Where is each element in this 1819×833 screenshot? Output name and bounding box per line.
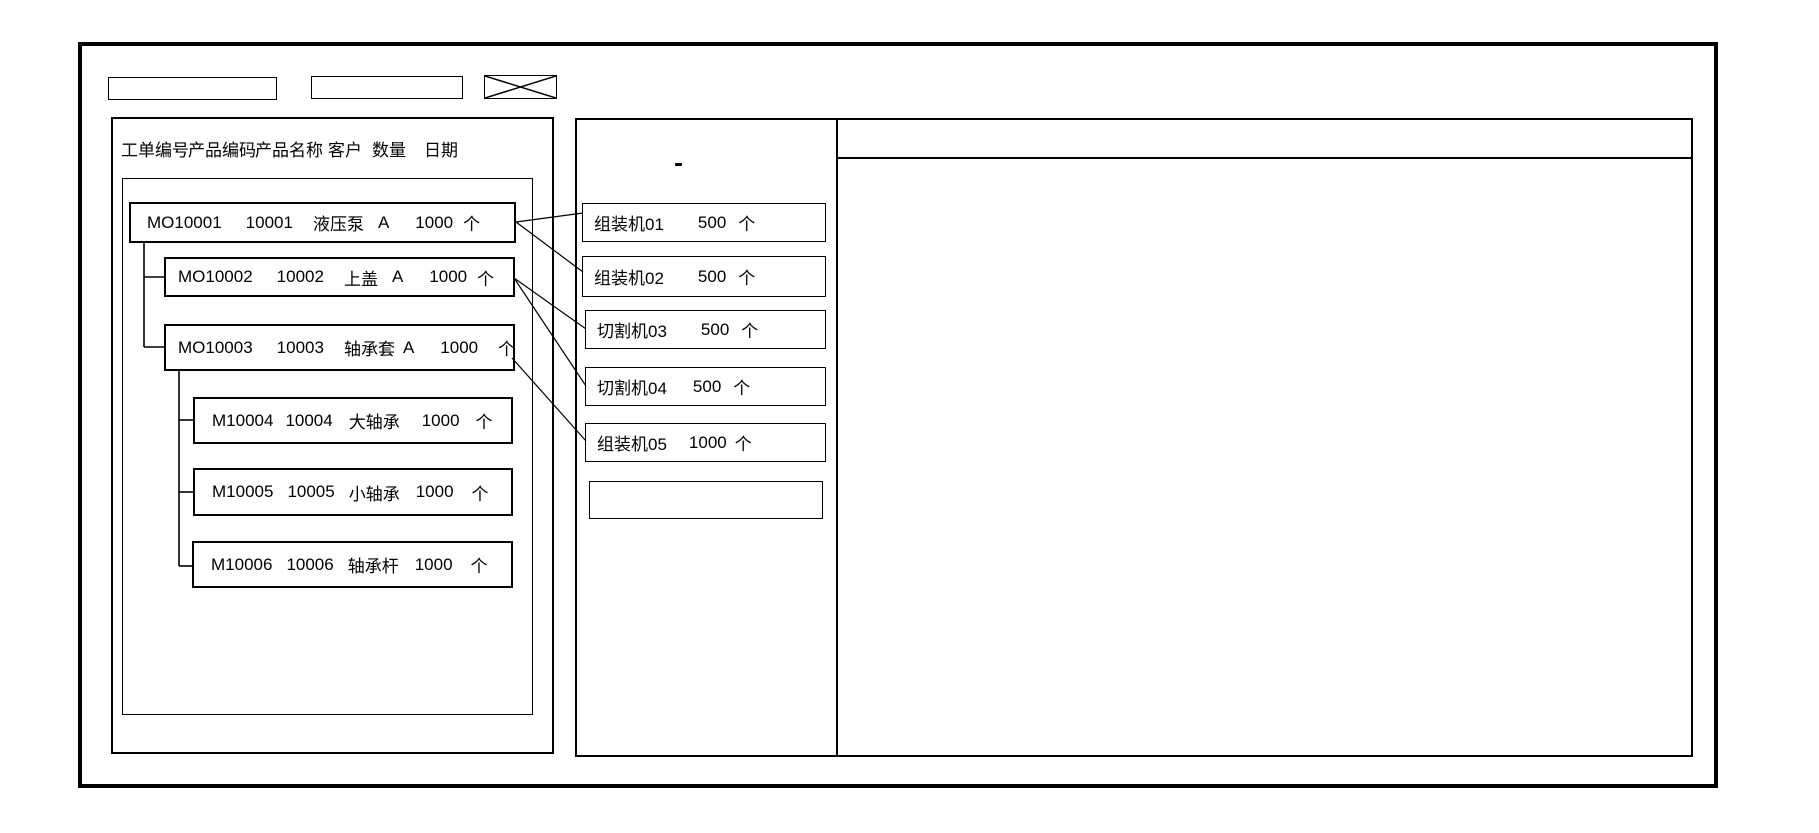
panel-divider (836, 119, 838, 756)
product-code: 10004 (285, 410, 333, 430)
order-no: M10004 (212, 410, 274, 430)
tree-node-mo10001[interactable]: MO10001 10001 液压泵 A 1000 个 (129, 202, 516, 243)
product-name: 轴承杆 (347, 557, 399, 576)
product-name: 大轴承 (348, 413, 400, 432)
column-header-product-code: 产品编码 (188, 141, 256, 160)
product-code: 10001 (245, 212, 293, 232)
tree-node-mo10002[interactable]: MO10002 10002 上盖 A 1000 个 (164, 257, 515, 297)
order-no: M10005 (212, 482, 274, 501)
machine-item-01[interactable]: 组装机01 500 个 (582, 203, 826, 242)
product-name: 上盖 (343, 269, 378, 289)
tree-node-mo10003[interactable]: MO10003 10003 轴承套 A 1000 个 (164, 324, 515, 371)
column-header-order-no: 工单编号 (121, 141, 189, 160)
product-code: 10003 (276, 337, 324, 357)
machine-name: 切割机03 (597, 322, 667, 341)
machine-item-02[interactable]: 组装机02 500 个 (582, 256, 826, 297)
toolbar-field-left[interactable] (108, 77, 277, 100)
unit: 个 (470, 557, 488, 576)
window-frame (78, 42, 1718, 788)
order-no: M10006 (211, 554, 273, 574)
column-header-date: 日期 (424, 141, 458, 160)
qty: 1000 (415, 482, 454, 501)
order-no: MO10001 (147, 212, 222, 232)
column-header-customer: 客户 (328, 141, 362, 160)
machine-name: 组装机05 (597, 435, 667, 454)
tree-node-m10004[interactable]: M10004 10004 大轴承 1000 个 (193, 397, 513, 444)
unit: 个 (733, 379, 751, 398)
machine-name: 切割机04 (597, 379, 667, 398)
unit: 个 (471, 484, 489, 504)
image-placeholder-button[interactable] (484, 75, 557, 99)
tree-node-m10005[interactable]: M10005 10005 小轴承 1000 个 (193, 468, 513, 516)
dot-mark (675, 163, 682, 166)
qty: 1000 (440, 337, 479, 357)
x-icon (484, 75, 557, 99)
customer: A (377, 212, 390, 232)
qty: 1000 (414, 554, 453, 574)
qty: 1000 (421, 410, 460, 430)
machine-qty: 1000 (688, 432, 727, 452)
machine-qty: 500 (697, 212, 727, 232)
qty: 1000 (429, 267, 468, 286)
customer: A (402, 337, 415, 357)
product-name: 液压泵 (312, 215, 364, 234)
machine-qty: 500 (697, 266, 727, 286)
machine-name: 组装机01 (594, 215, 664, 234)
product-name: 轴承套 (343, 340, 395, 359)
machine-item-empty[interactable] (589, 481, 823, 519)
unit: 个 (741, 322, 759, 341)
unit: 个 (475, 413, 493, 432)
unit: 个 (734, 435, 752, 454)
unit: 个 (738, 215, 756, 234)
machine-name: 组装机02 (594, 269, 664, 288)
unit: 个 (738, 269, 756, 288)
customer: A (391, 267, 404, 286)
column-header-product-name: 产品名称 (255, 141, 323, 160)
toolbar-field-right[interactable] (311, 76, 463, 99)
unit: 个 (498, 340, 516, 359)
product-code: 10006 (286, 554, 334, 574)
order-no: MO10003 (178, 337, 253, 357)
order-no: MO10002 (178, 267, 253, 286)
column-header-qty: 数量 (372, 141, 406, 160)
machine-item-05[interactable]: 组装机05 1000 个 (585, 423, 826, 462)
product-code: 10005 (287, 482, 335, 501)
detail-panel-header-line (838, 157, 1693, 159)
tree-node-m10006[interactable]: M10006 10006 轴承杆 1000 个 (192, 541, 513, 588)
qty: 1000 (415, 212, 454, 232)
machine-item-03[interactable]: 切割机03 500 个 (585, 310, 826, 349)
machine-qty: 500 (700, 319, 730, 339)
machine-item-04[interactable]: 切割机04 500 个 (585, 367, 826, 406)
unit: 个 (463, 215, 481, 234)
product-code: 10002 (276, 267, 324, 286)
unit: 个 (477, 269, 495, 289)
machine-qty: 500 (692, 376, 722, 396)
product-name: 小轴承 (348, 484, 400, 504)
